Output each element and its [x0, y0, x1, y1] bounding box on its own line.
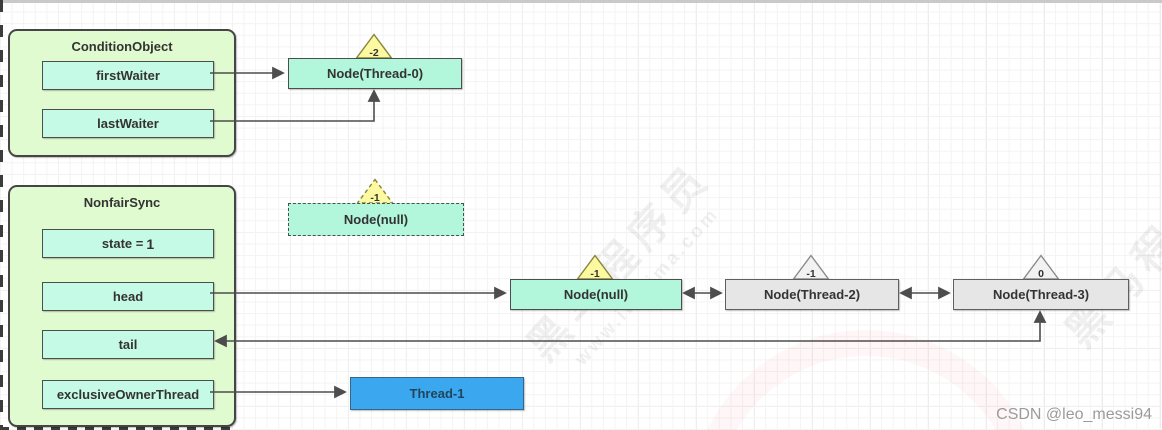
node-thread-3: Node(Thread-3) [953, 279, 1129, 310]
wait-status-triangle-thread2: -1 [792, 254, 830, 280]
field-first-waiter-label: firstWaiter [96, 68, 160, 83]
nonfair-sync-title: NonfairSync [83, 195, 161, 210]
field-last-waiter-label: lastWaiter [97, 116, 159, 131]
triangle-icon [356, 178, 394, 204]
wait-status-value: -1 [370, 192, 380, 204]
wait-status-value: -2 [369, 47, 379, 59]
itheima-watermark: 黑马程序员 www.itheima.com [511, 146, 740, 387]
node-thread-2: Node(Thread-2) [725, 279, 899, 310]
itheima-watermark-2: 黑马程序员 [1049, 132, 1162, 359]
nonfair-sync-box: NonfairSync state = 1 head tail exclusiv… [8, 185, 236, 427]
field-tail-label: tail [118, 337, 138, 352]
wait-status-value: -1 [590, 268, 600, 280]
node-thread-3-label: Node(Thread-3) [992, 287, 1090, 302]
itheima-watermark-name: 黑马程序员 [517, 152, 721, 370]
wait-status-triangle-null-head: -1 [576, 254, 614, 280]
field-state-label: state = [101, 236, 144, 251]
wait-status-triangle-null-dashed: -1 [356, 178, 394, 204]
thread-1-label: Thread-1 [409, 386, 465, 401]
wait-status-triangle-node0: -2 [355, 33, 393, 59]
node-null-dashed-label: Node(null) [343, 212, 409, 227]
field-state-value: 1 [146, 235, 155, 252]
thread-1-box: Thread-1 [350, 377, 524, 410]
field-state: state = 1 [42, 229, 214, 258]
node-null-head: Node(null) [510, 279, 682, 310]
field-head: head [42, 282, 214, 311]
wait-status-value: 0 [1038, 268, 1044, 280]
node-thread-2-label: Node(Thread-2) [763, 287, 861, 302]
pink-logo-watermark [690, 330, 1042, 430]
csdn-watermark: CSDN @leo_messi94 [996, 406, 1152, 423]
field-exclusive-owner-thread-label: exclusiveOwnerThread [56, 387, 200, 402]
wait-status-triangle-thread3: 0 [1022, 254, 1060, 280]
node-null-head-label: Node(null) [563, 287, 629, 302]
node-thread-0-label: Node(Thread-0) [326, 66, 424, 81]
field-tail: tail [42, 330, 214, 359]
condition-object-box: ConditionObject firstWaiter lastWaiter [8, 29, 236, 157]
node-thread-0: Node(Thread-0) [288, 58, 462, 89]
field-last-waiter: lastWaiter [42, 109, 214, 138]
field-head-label: head [112, 289, 144, 304]
top-border-line [0, 0, 1162, 3]
condition-object-title: ConditionObject [71, 39, 173, 54]
itheima-watermark-2-name: 黑马程序员 [1056, 138, 1162, 357]
field-first-waiter: firstWaiter [42, 61, 214, 90]
wait-status-value: -1 [806, 268, 816, 280]
node-null-dashed: Node(null) [288, 203, 464, 236]
field-exclusive-owner-thread: exclusiveOwnerThread [42, 380, 214, 409]
